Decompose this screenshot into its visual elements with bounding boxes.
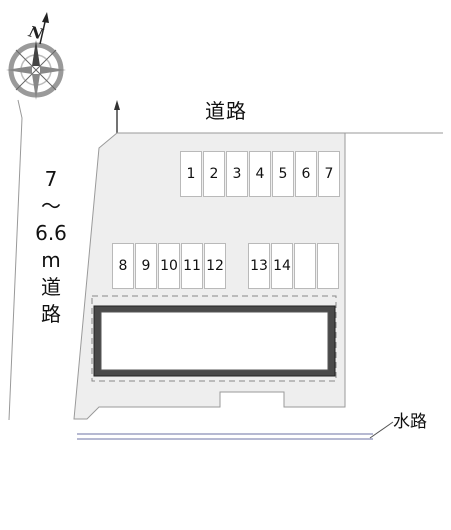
parking-stall: 3 <box>226 151 248 197</box>
parking-stall: 5 <box>272 151 294 197</box>
parking-stall <box>317 243 339 289</box>
road-name-char: 道 <box>41 275 61 299</box>
road-top-label: 道路 <box>205 99 247 123</box>
waterway-leader <box>369 421 394 439</box>
road-width-line: 〜 <box>41 194 61 218</box>
parking-stall: 11 <box>181 243 203 289</box>
parking-stall: 7 <box>318 151 340 197</box>
parking-stall: 10 <box>158 243 180 289</box>
road-left-label: 7 〜 6.6 m 道 路 <box>34 166 68 328</box>
parking-stall <box>294 243 316 289</box>
road-width-line: m <box>41 248 61 272</box>
road-width-line: 7 <box>44 167 58 191</box>
left-road-edge <box>8 99 23 421</box>
parking-stall: 14 <box>271 243 293 289</box>
waterway-label: 水路 <box>393 412 427 432</box>
parking-stall: 9 <box>135 243 157 289</box>
parking-stall: 6 <box>295 151 317 197</box>
road-name-char: 路 <box>41 302 61 326</box>
parking-stall: 13 <box>248 243 270 289</box>
parking-stall: 1 <box>180 151 202 197</box>
parking-stall: 4 <box>249 151 271 197</box>
compass-north-letter: N <box>26 22 46 44</box>
building-outline-dashed <box>91 295 337 382</box>
parking-stall: 8 <box>112 243 134 289</box>
compass-icon: N <box>6 12 66 100</box>
road-width-line: 6.6 <box>35 221 67 245</box>
parking-stall: 12 <box>204 243 226 289</box>
parking-stall: 2 <box>203 151 225 197</box>
